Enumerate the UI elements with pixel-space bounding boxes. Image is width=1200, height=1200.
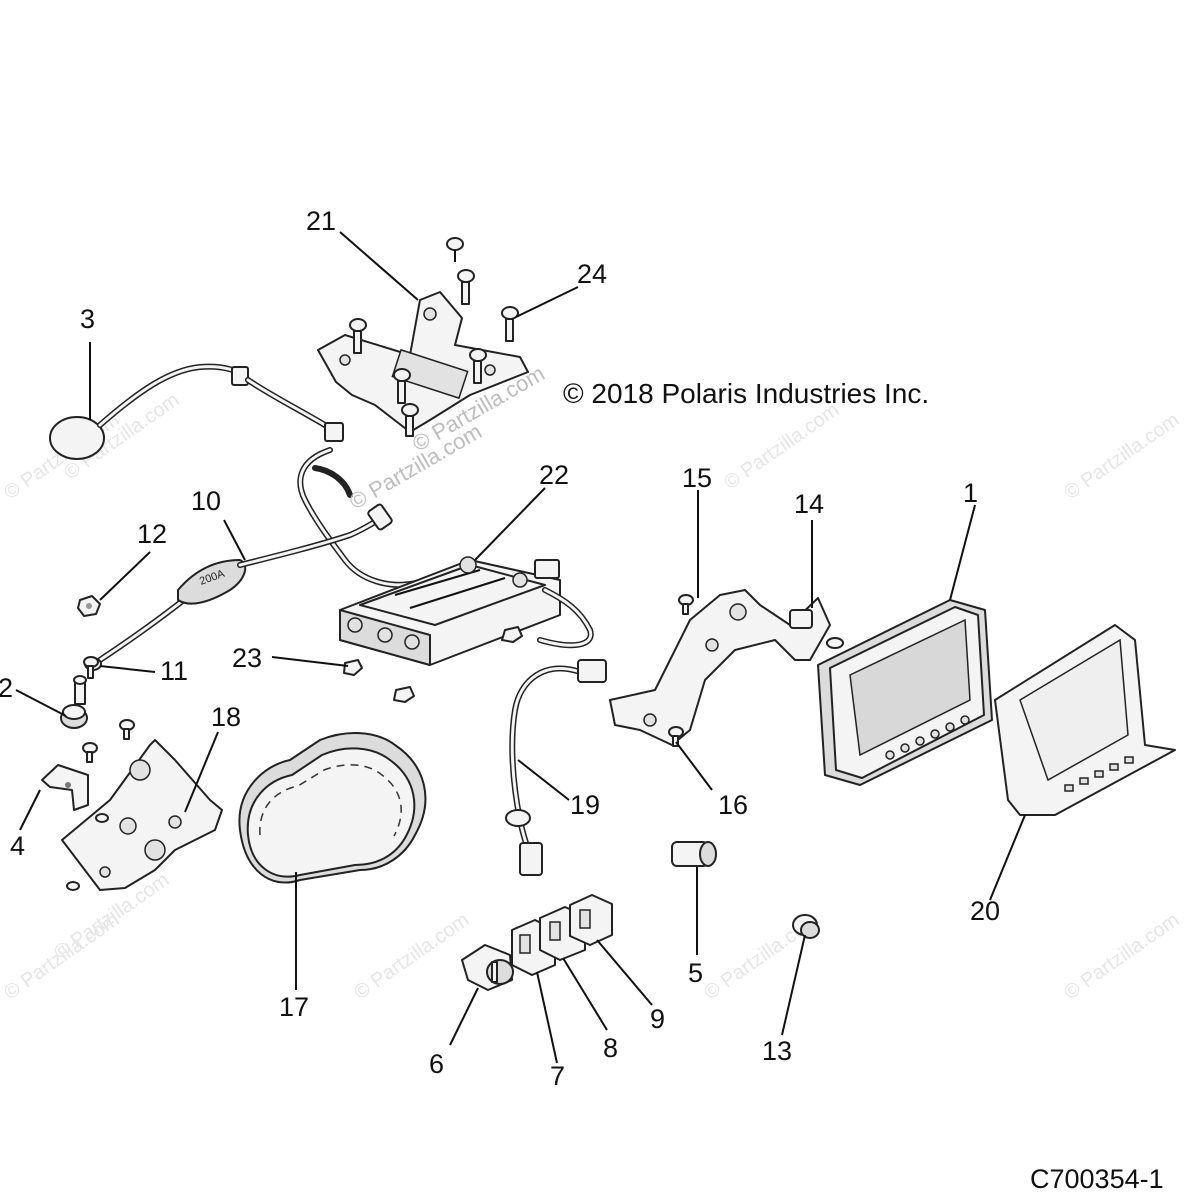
copyright-notice: © 2018 Polaris Industries Inc. — [563, 378, 929, 409]
display-buttons — [885, 715, 970, 760]
watermark-text: © Partzilla.com — [720, 399, 843, 494]
callout-24: 24 — [577, 259, 607, 289]
part-17-gauge-cluster — [238, 732, 427, 884]
watermark-text: © Partzilla.com — [1060, 409, 1183, 504]
callout-19: 19 — [570, 790, 600, 820]
callout-11: 11 — [160, 656, 188, 686]
callout-8: 8 — [603, 1033, 618, 1063]
callout-7: 7 — [550, 1061, 565, 1091]
part-12-nut — [77, 595, 101, 617]
callouts: 1 2 3 4 5 6 7 8 9 10 11 12 13 14 15 16 1… — [0, 206, 1000, 1091]
callout-10: 10 — [191, 486, 221, 516]
part-9-switch — [569, 894, 613, 946]
part-20-display-cover — [994, 624, 1176, 816]
part-11-screw — [83, 656, 99, 679]
callout-9: 9 — [650, 1004, 665, 1034]
callout-5: 5 — [688, 958, 703, 988]
callout-18: 18 — [211, 702, 241, 732]
watermark-text: © Partzilla.com — [350, 909, 473, 1004]
callout-22: 22 — [539, 460, 569, 490]
callout-21: 21 — [306, 206, 336, 236]
part-14-bracket — [609, 589, 831, 746]
cover-buttons — [1064, 756, 1134, 792]
part-1-display — [817, 599, 993, 786]
callout-13: 13 — [762, 1036, 792, 1066]
part-4-clip — [41, 764, 89, 811]
watermark-text: © Partzilla.com — [1060, 909, 1183, 1004]
callout-20: 20 — [970, 896, 1000, 926]
callout-4: 4 — [10, 831, 25, 861]
leader-lines — [15, 231, 1026, 1064]
callout-17: 17 — [279, 992, 309, 1022]
part-6-ignition-switch — [461, 944, 514, 991]
part-23-nuts — [343, 626, 523, 703]
callout-6: 6 — [429, 1049, 444, 1079]
part-15-screw — [678, 594, 694, 615]
callout-14: 14 — [794, 489, 824, 519]
callout-23: 23 — [232, 643, 262, 673]
callout-12: 12 — [137, 519, 167, 549]
part-21-mount-plate — [317, 291, 529, 433]
part-5-power-outlet — [671, 841, 717, 867]
drawing-code: C700354-1 — [1030, 1164, 1164, 1194]
callout-3: 3 — [80, 304, 95, 334]
part-19-harness — [505, 659, 607, 876]
callout-2: 2 — [0, 673, 13, 703]
part-2-fitting — [60, 675, 88, 729]
part-16-screw — [668, 726, 684, 747]
part-3-antenna — [49, 363, 423, 588]
part-10-fuse-cable: 200A — [84, 503, 393, 671]
part-24-bolts — [349, 237, 519, 437]
part-22-control-module — [339, 556, 594, 666]
callout-15: 15 — [682, 463, 712, 493]
part-18-bracket — [61, 719, 223, 891]
callout-1: 1 — [963, 478, 978, 508]
callout-16: 16 — [718, 790, 748, 820]
